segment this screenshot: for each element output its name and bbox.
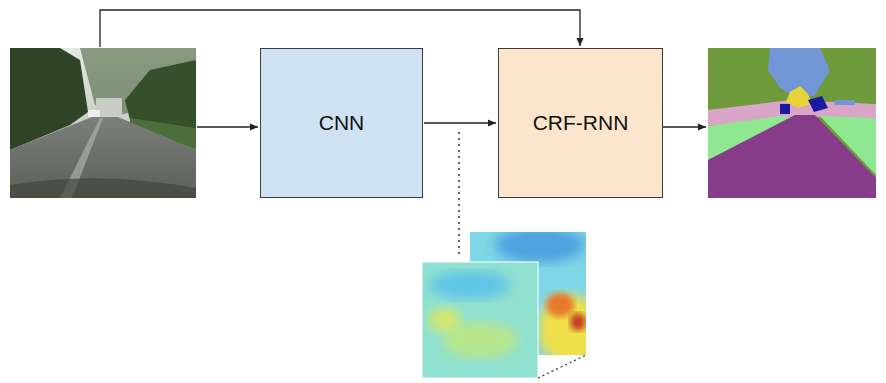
heatmap-blob (430, 271, 510, 299)
input-photo (10, 48, 196, 198)
dotted-leader (458, 132, 460, 258)
heatmap-blob (429, 308, 461, 332)
flow-arrow (424, 122, 496, 123)
flow-arrow (197, 126, 258, 127)
heatmap-blob (570, 313, 586, 331)
segment-vehicle (808, 96, 828, 112)
heatmap-blob (495, 232, 585, 263)
segmentation-output (708, 48, 876, 198)
photo-sky (10, 48, 196, 198)
photo-road (10, 117, 196, 198)
heatmap-blob (546, 293, 574, 317)
segment-road (708, 115, 876, 198)
skip-arrow (100, 10, 580, 47)
segment-vegetation (708, 48, 876, 198)
box-label: CNN (319, 110, 365, 135)
dotted-leader (538, 355, 586, 378)
photo-car (88, 110, 100, 117)
feature-maps (422, 227, 602, 378)
feature-map-front (422, 262, 538, 378)
photo-dashboard (10, 178, 196, 198)
flow-arrow (663, 126, 706, 127)
process-box: CNN (260, 48, 423, 198)
segment-pole (835, 100, 855, 105)
heatmap-frame (422, 262, 538, 378)
process-box: CRF-RNN (498, 48, 663, 198)
segment-vehicle (780, 104, 790, 114)
heatmap-ground (422, 262, 538, 378)
box-label: CRF-RNN (533, 110, 629, 135)
